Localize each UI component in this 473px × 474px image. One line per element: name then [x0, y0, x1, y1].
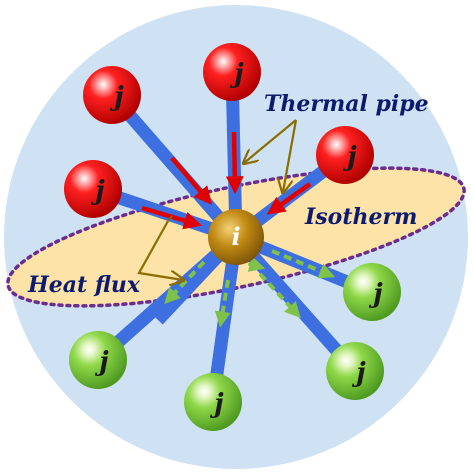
cold-arrow-4	[258, 272, 301, 319]
callout-lines	[137, 119, 298, 280]
hot-arrow-1	[170, 156, 213, 205]
heat-flux-label: Heat flux	[27, 272, 141, 298]
thermal-pipe-callout-1	[244, 119, 297, 163]
cold-node-sphere	[343, 263, 401, 321]
cold-node: j	[326, 342, 384, 400]
hot-arrow-3	[266, 182, 312, 215]
cold-node: j	[69, 331, 127, 389]
cold-node-sphere	[326, 342, 384, 400]
center-node-sphere	[208, 209, 264, 265]
isotherm-outline	[6, 166, 466, 308]
heat-flux-callout-tip	[167, 215, 173, 222]
hot-arrow-4	[141, 205, 203, 230]
hot-node: j	[316, 126, 374, 184]
cold-nodes: j j j j	[69, 263, 401, 431]
cold-arrow-1	[271, 249, 336, 279]
hot-node-sphere	[64, 160, 122, 218]
hot-heat-arrows	[141, 131, 312, 230]
cold-node-sphere	[69, 331, 127, 389]
cold-node: j	[343, 263, 401, 321]
heat-flux-callout	[137, 220, 183, 280]
isotherm-label: Isotherm	[304, 204, 417, 230]
hot-node: j	[64, 160, 122, 218]
center-node: i	[208, 209, 264, 265]
hot-nodes: j j j j	[64, 43, 374, 218]
thermal-pipe-label: Thermal pipe	[264, 91, 429, 117]
hot-node: j	[83, 66, 141, 124]
hot-node: j	[203, 43, 261, 101]
center-node-label: i	[231, 222, 240, 251]
hot-node-sphere	[83, 66, 141, 124]
cold-node-sphere	[184, 373, 242, 431]
hot-node-sphere	[203, 43, 261, 101]
thermal-pipe-callout-2	[283, 119, 298, 192]
hot-node-sphere	[316, 126, 374, 184]
hot-arrow-2	[225, 131, 244, 195]
cold-arrow-3	[214, 279, 231, 328]
cold-node: j	[184, 373, 242, 431]
pipe-hot-1	[107, 90, 241, 242]
